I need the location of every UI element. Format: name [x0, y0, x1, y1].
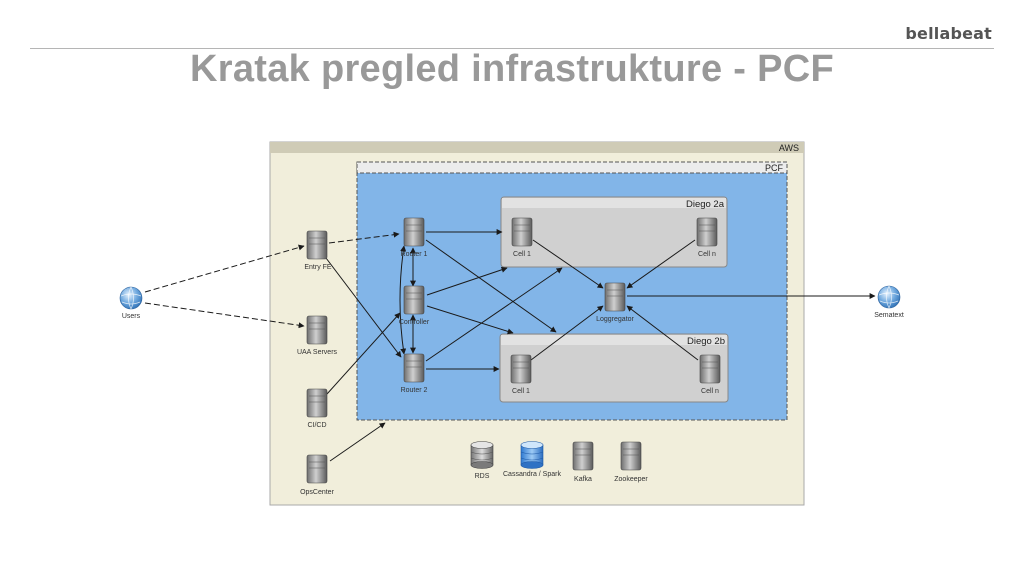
edge-cell1a-loggregator	[532, 239, 604, 289]
cell-n-b-node: Cell n	[699, 354, 721, 395]
router-2-node: Router 2	[401, 353, 428, 394]
cell-n-a-node: Cell n	[696, 217, 718, 258]
users-node: Users	[119, 286, 143, 320]
uaa-servers-node: UAA Servers	[297, 315, 338, 356]
cassandra-spark-label: Cassandra / Spark	[503, 471, 561, 478]
kafka-label: Kafka	[574, 476, 592, 483]
brand-logo: bellabeat	[905, 24, 992, 43]
edge-cellna-loggregator	[626, 239, 696, 289]
aws-label: AWS	[779, 143, 799, 153]
loggregator-node: Loggregator	[596, 282, 635, 323]
users-label: Users	[122, 313, 141, 320]
diego-2b-label: Diego 2b	[687, 336, 725, 347]
edge-entryfe-router2	[325, 257, 402, 358]
cell-1-b-node: Cell 1	[510, 354, 532, 395]
router-1-node: Router 1	[401, 217, 428, 258]
edge-controller-diego2b	[426, 305, 514, 335]
header-divider	[30, 48, 994, 49]
edge-cicd-controller	[326, 312, 401, 395]
edge-controller-diego2a	[426, 266, 508, 296]
rds-node: RDS	[470, 441, 494, 480]
edge-users-entryfe	[144, 244, 305, 293]
edge-router2-diego2a	[425, 267, 563, 362]
cell-1-a-node: Cell 1	[511, 217, 533, 258]
edge-cell1b-loggregator	[530, 305, 604, 361]
cell-n-a-label: Cell n	[698, 251, 716, 258]
loggregator-label: Loggregator	[596, 316, 634, 323]
edge-router1-router2	[399, 245, 407, 355]
router-2-label: Router 2	[401, 387, 428, 394]
diego-2a-label: Diego 2a	[686, 199, 725, 210]
diego-2b-container: Diego 2b	[499, 333, 729, 403]
pcf-label: PCF	[765, 163, 784, 173]
opscenter-label: OpsCenter	[300, 489, 335, 496]
cicd-label: CI/CD	[307, 422, 326, 429]
entry-fe-node: Entry FE	[304, 230, 332, 271]
edge-opscenter-pcf	[329, 422, 386, 462]
sematext-label: Sematext	[874, 312, 904, 319]
diego-2a-container: Diego 2a	[500, 196, 728, 268]
router-1-label: Router 1	[401, 251, 428, 258]
opscenter-node: OpsCenter	[300, 454, 335, 496]
kafka-node: Kafka	[572, 441, 594, 483]
uaa-servers-label: UAA Servers	[297, 349, 338, 356]
cicd-node: CI/CD	[306, 388, 328, 429]
edge-entryfe-router1	[328, 231, 400, 244]
entry-fe-label: Entry FE	[304, 264, 332, 271]
edge-cellnb-loggregator	[626, 305, 699, 361]
controller-node: Controller	[399, 285, 430, 326]
page-title: Kratak pregled infrastrukture - PCF	[190, 48, 834, 90]
zookeeper-label: Zookeeper	[614, 476, 648, 483]
connections	[144, 229, 876, 462]
cell-1-a-label: Cell 1	[513, 251, 531, 258]
controller-label: Controller	[399, 319, 430, 326]
sematext-node: Sematext	[874, 285, 904, 319]
cell-1-b-label: Cell 1	[512, 388, 530, 395]
cell-n-b-label: Cell n	[701, 388, 719, 395]
cassandra-spark-node: Cassandra / Spark	[503, 441, 561, 478]
edge-router1-diego2b	[425, 239, 557, 333]
rds-label: RDS	[475, 473, 490, 480]
zookeeper-node: Zookeeper	[614, 441, 648, 483]
